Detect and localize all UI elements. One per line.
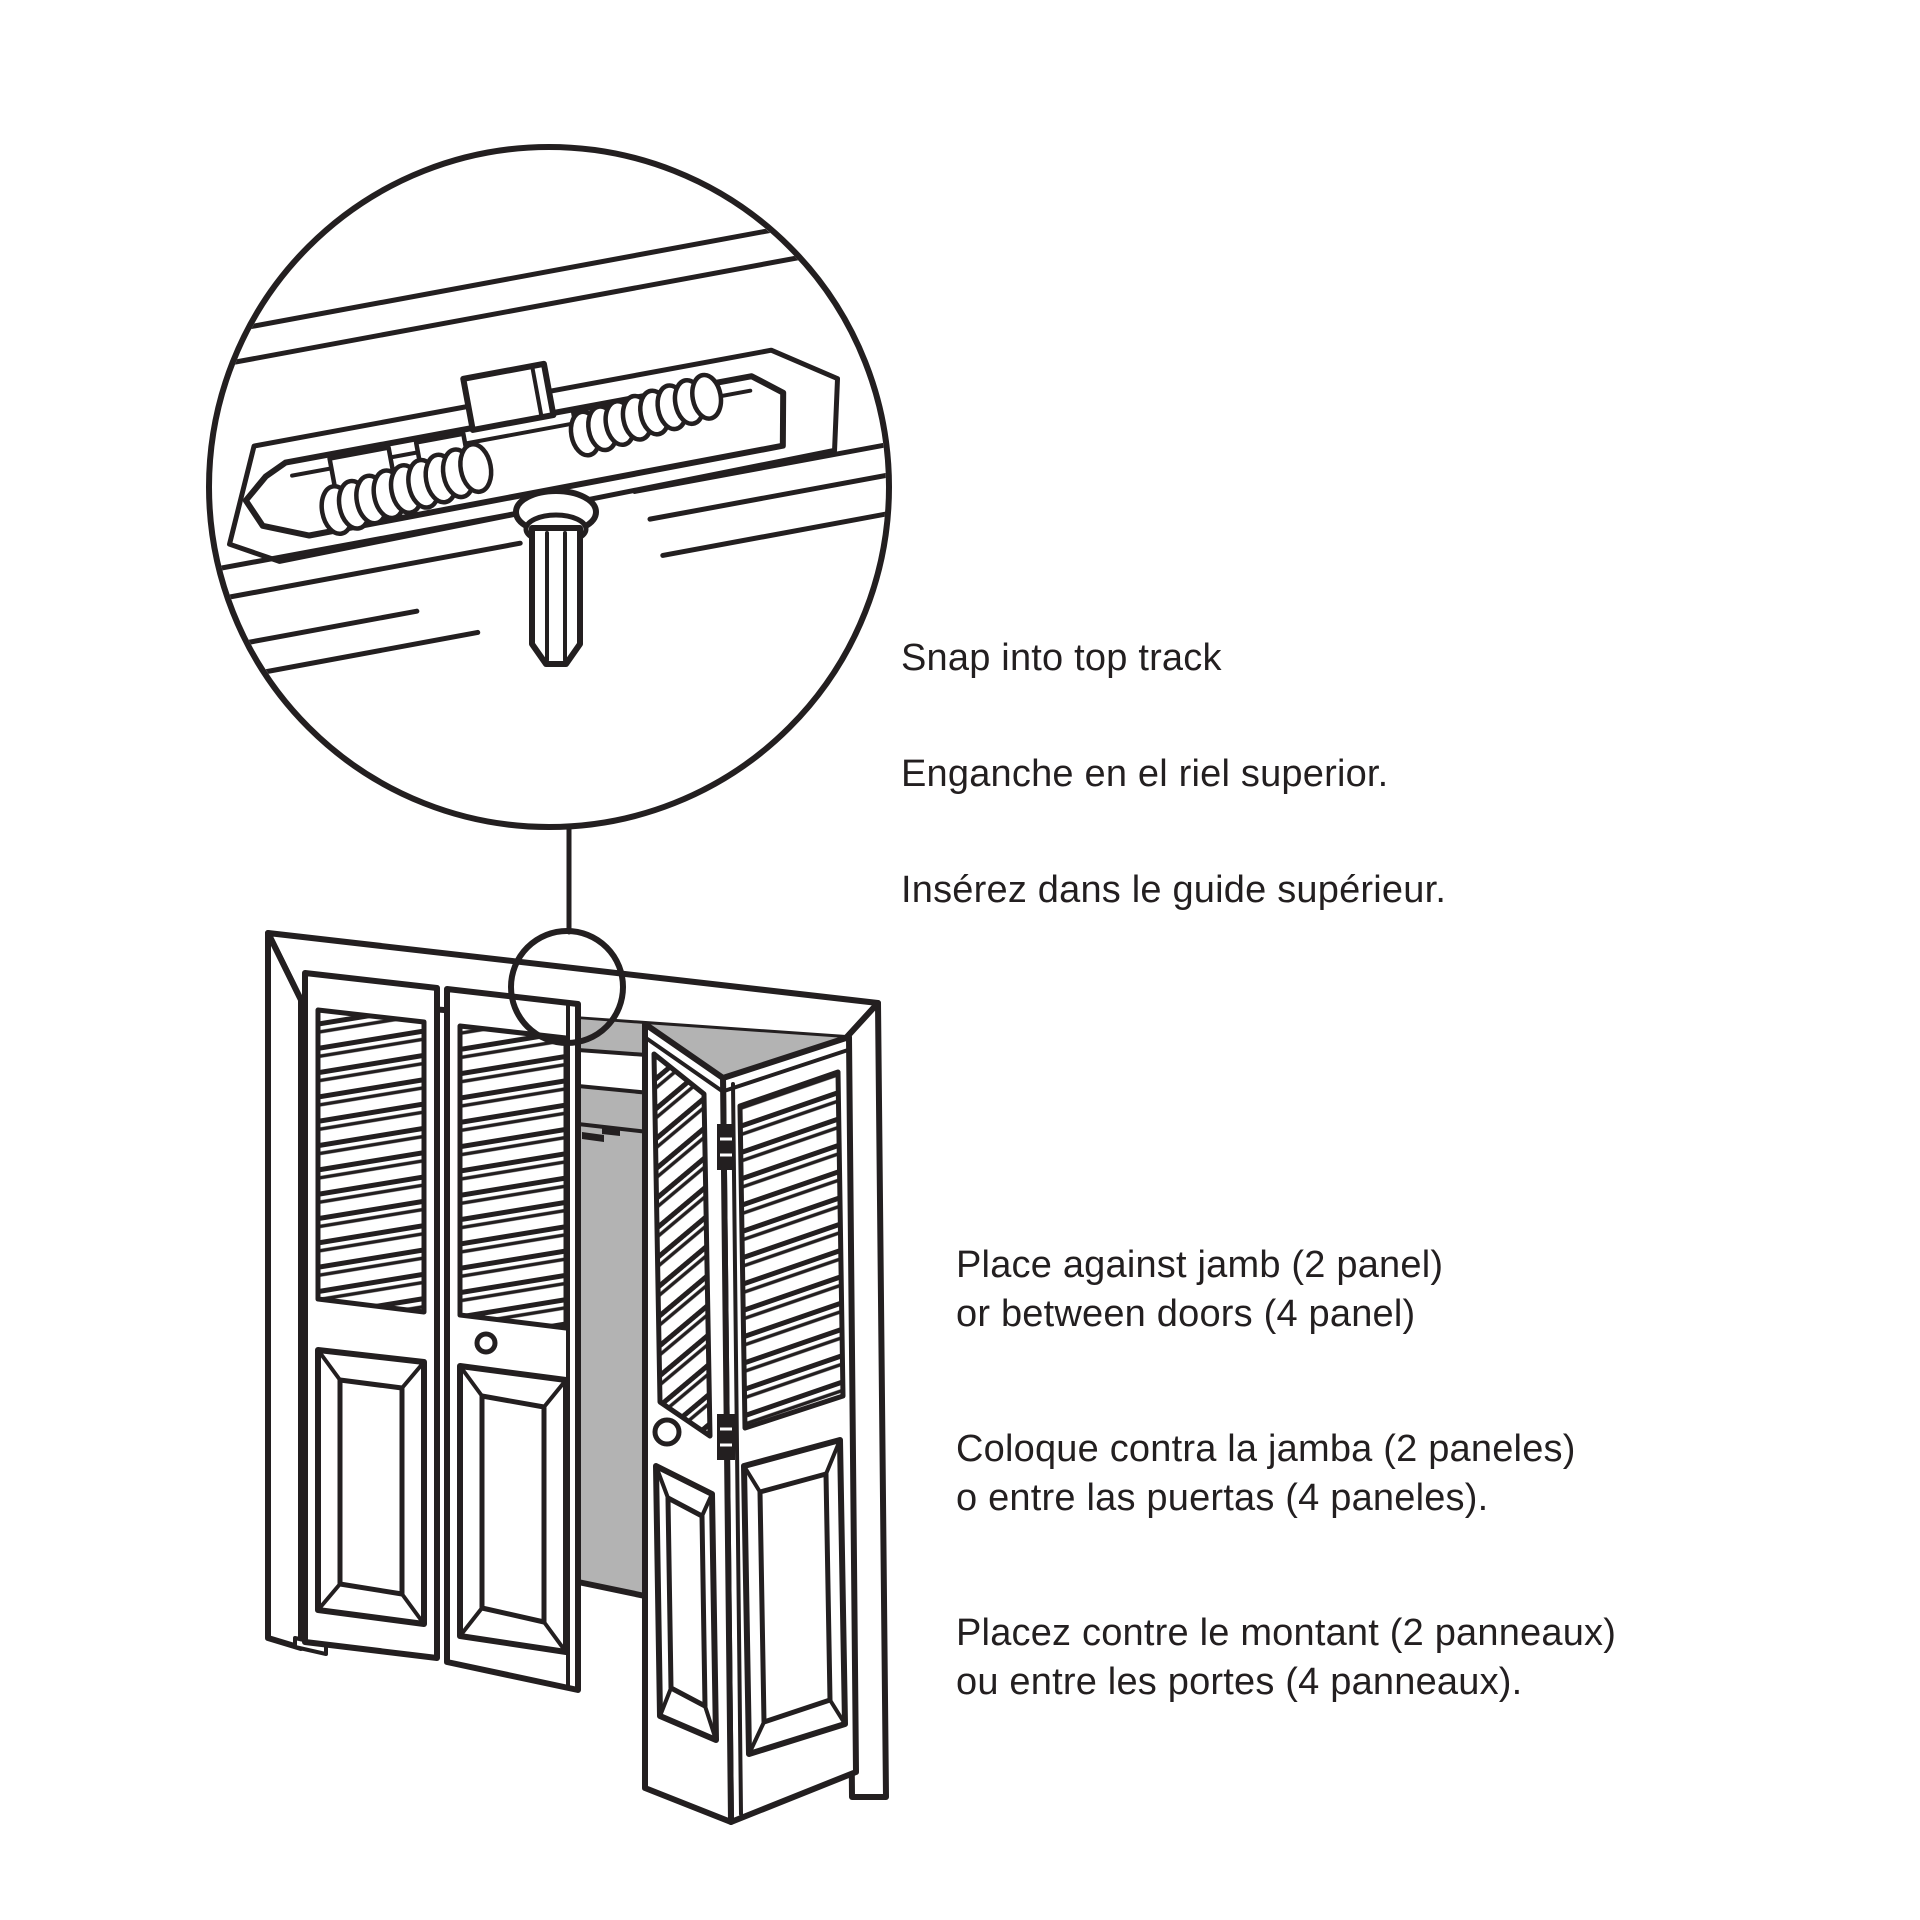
guide-center-tab — [460, 360, 557, 433]
caption-placement: Place against jamb (2 panel) or between … — [956, 1192, 1616, 1793]
door-knob — [474, 1331, 498, 1355]
hinge — [717, 1124, 735, 1170]
door-panel-folded-near — [642, 1021, 734, 1825]
top-track — [212, 212, 886, 686]
door-knob — [652, 1417, 682, 1447]
bifold-door-drawing — [265, 930, 889, 1825]
guide-pin — [513, 488, 599, 667]
frame-left-stile — [265, 930, 304, 1651]
guide-spring-left — [319, 442, 494, 537]
door-panel-folded-far — [720, 1034, 859, 1825]
magnifier-detail — [206, 144, 892, 830]
snap-guide — [242, 360, 787, 539]
magnifier-circle-outline — [206, 144, 892, 830]
caption-snap-fr: Insérez dans le guide supérieur. — [901, 869, 1447, 911]
caption-place-es: Coloque contra la jamba (2 paneles) o en… — [956, 1428, 1576, 1519]
hinge — [717, 1414, 735, 1460]
guide-spring-right — [568, 372, 724, 458]
door-panel-left-1 — [302, 970, 440, 1661]
caption-snap-into-track: Snap into top track Enganche en el riel … — [901, 571, 1446, 977]
caption-snap-en: Snap into top track — [901, 637, 1222, 679]
caption-place-fr: Placez contre le montant (2 panneaux) ou… — [956, 1612, 1617, 1703]
closet-opening-shade — [575, 1019, 846, 1599]
fold-edge — [717, 1082, 743, 1816]
callout-small-circle — [508, 928, 626, 1046]
door-panel-left-2 — [444, 986, 581, 1693]
caption-place-en: Place against jamb (2 panel) or between … — [956, 1244, 1444, 1335]
caption-snap-es: Enganche en el riel superior. — [901, 753, 1389, 795]
track-guide-mark — [582, 1132, 604, 1142]
